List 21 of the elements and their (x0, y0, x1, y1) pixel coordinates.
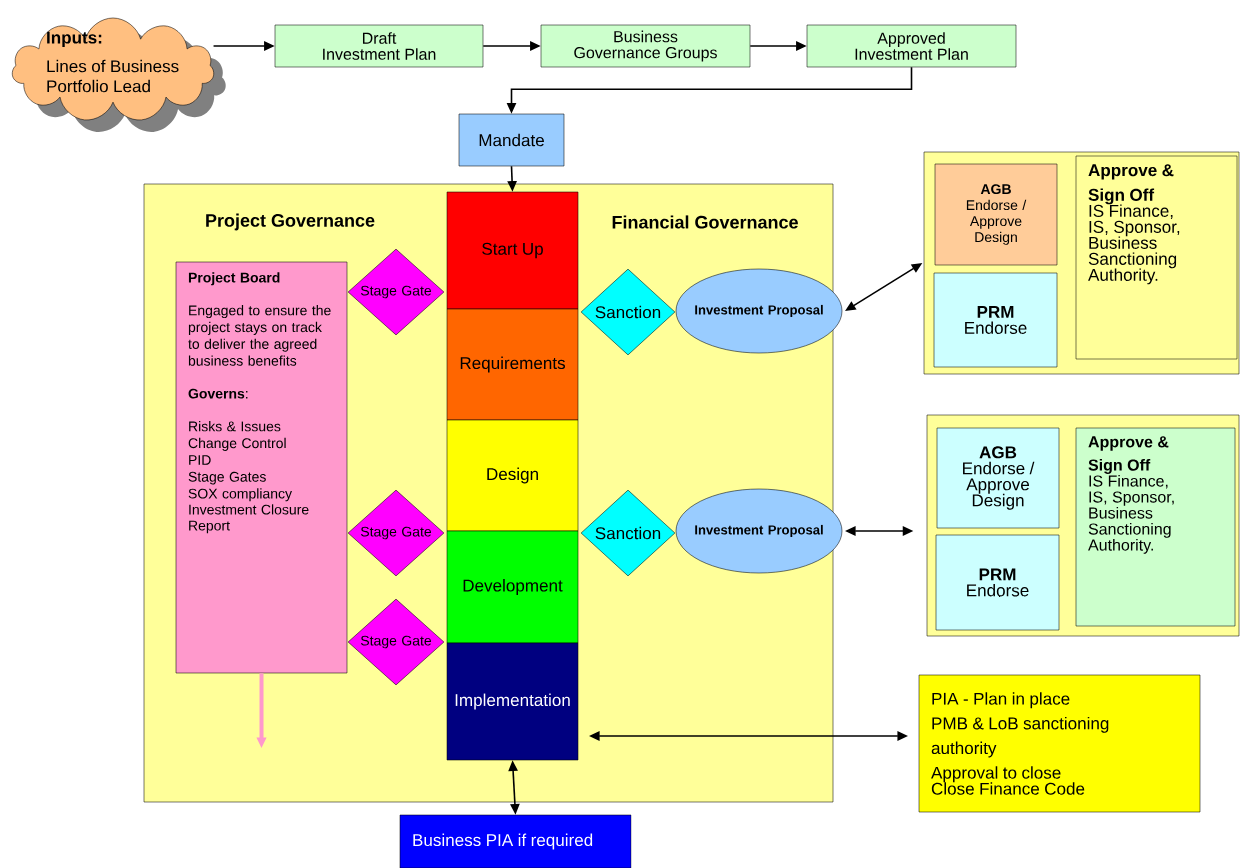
phase-box: Development (446, 530, 579, 644)
approval-box: PRM Endorse (935, 534, 1060, 631)
approval-box: AGB Endorse / Approve Design (934, 163, 1058, 266)
phase-box: Design (446, 419, 579, 532)
phase-box: Start Up (446, 191, 579, 310)
sign-off-box: Approve & Sign Off IS Finance, IS, Sponsor, Business Sanctioning Authority. (1075, 427, 1236, 627)
cloud-callout: Inputs: Lines of Business Portfolio Lead (12, 17, 226, 132)
process-box: Mandate (458, 113, 565, 167)
phase-box: Implementation (446, 642, 579, 761)
sign-off-box: Approve & Sign Off IS Finance, IS, Sponsor, Business Sanctioning Authority. (1075, 155, 1238, 360)
section-heading: Project Governance (206, 213, 375, 231)
process-box: Business PIA if required (399, 814, 632, 868)
note-box: PIA - Plan in place PMB & LoB sanctioning authority Approval to close Close Finance Code (918, 674, 1201, 813)
phase-box: Requirements (446, 308, 579, 421)
process-box: Approved Investment Plan (806, 24, 1017, 68)
process-box: Business Governance Groups (540, 24, 751, 68)
approval-box: AGB Endorse / Approve Design (936, 427, 1060, 529)
approval-box: PRM Endorse (933, 272, 1058, 368)
project-board-box: Project Board Engaged to ensure the project stays on track to deliver the agreed business benefits Governs: Risks & Issues Change Control PID Stage Gates SOX compliancy Investment Closure Report (175, 261, 348, 674)
process-box: Draft Investment Plan (274, 24, 484, 68)
section-heading: Financial Governance (612, 215, 798, 229)
